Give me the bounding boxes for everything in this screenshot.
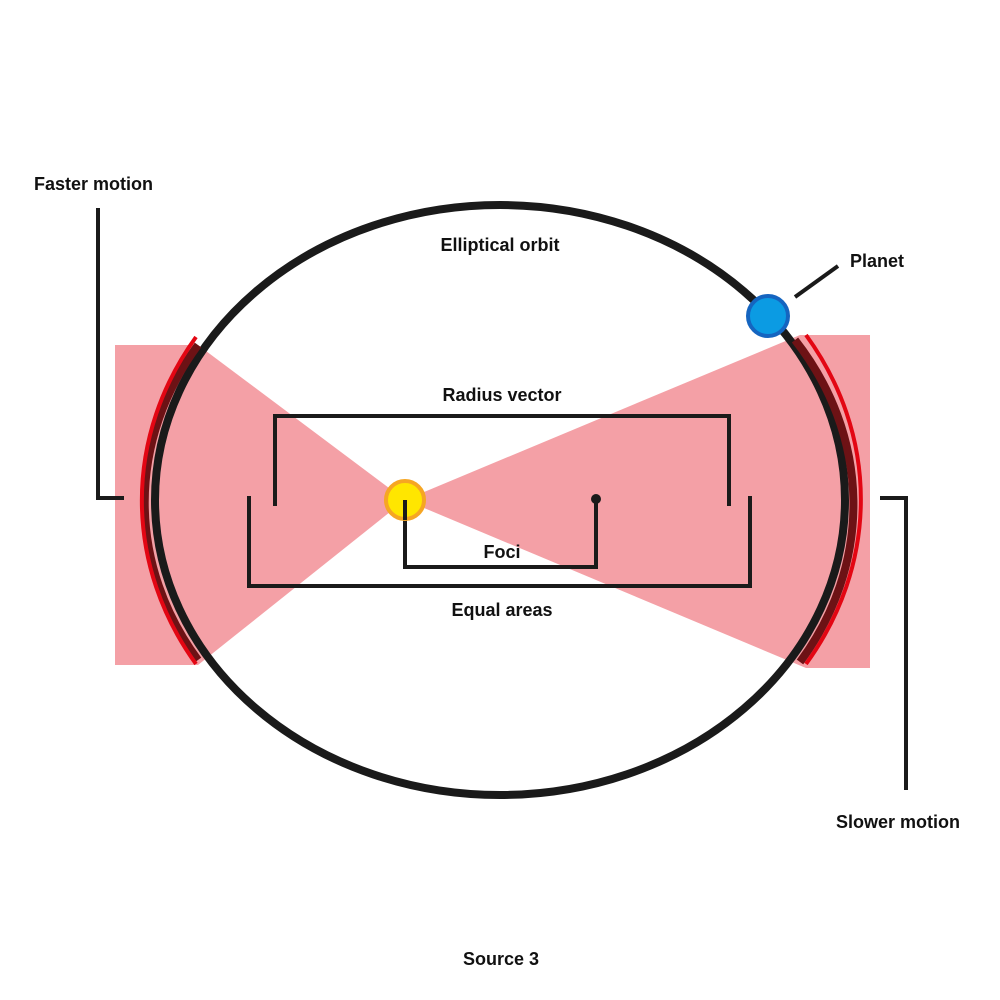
empty-focus-dot xyxy=(591,494,601,504)
planet-label: Planet xyxy=(850,251,905,271)
sun-icon xyxy=(384,479,426,521)
source-caption: Source 3 xyxy=(462,949,540,969)
foci-label: Foci xyxy=(483,542,521,562)
foci-bracket xyxy=(403,500,598,569)
swept-area-right xyxy=(405,335,870,668)
faster-motion-label: Faster motion xyxy=(34,174,154,194)
swept-area-left xyxy=(115,345,405,665)
orbit-segment-left xyxy=(140,342,202,663)
planet-leader-line xyxy=(793,264,840,299)
elliptical-orbit-label: Elliptical orbit xyxy=(440,235,560,255)
equal-areas-label: Equal areas xyxy=(451,600,553,620)
slower-motion-arc xyxy=(804,333,863,666)
equal-areas-bracket xyxy=(247,496,752,588)
slower-motion-leader xyxy=(880,496,908,790)
slower-motion-label: Slower motion xyxy=(836,812,961,832)
radius-vector-bracket xyxy=(273,414,731,506)
elliptical-orbit xyxy=(151,201,849,799)
faster-motion-leader xyxy=(96,208,124,500)
planet-icon xyxy=(746,294,790,338)
radius-vector-label: Radius vector xyxy=(442,385,562,405)
faster-motion-arc xyxy=(139,335,198,666)
orbit-segment-right xyxy=(791,337,858,665)
